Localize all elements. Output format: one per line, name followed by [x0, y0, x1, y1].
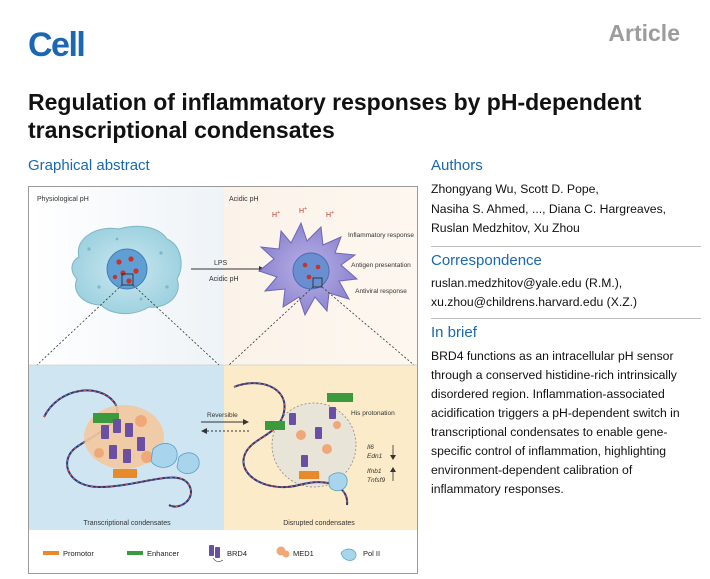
gene-ifnb1: Ifnb1	[367, 468, 382, 475]
svg-text:H+: H+	[272, 210, 280, 219]
correspondence-emails: ruslan.medzhitov@yale.edu (R.M.), xu.zho…	[431, 274, 701, 312]
legend-swatch-pol2	[340, 548, 357, 561]
legend-swatch-brd4	[209, 545, 224, 562]
svg-text:H+: H+	[299, 206, 307, 215]
legend-promotor: Promotor	[63, 549, 94, 558]
bottom-left-label: Transcriptional condensates	[83, 520, 171, 527]
email-medzhitov[interactable]: ruslan.medzhitov@yale.edu (R.M.),	[431, 276, 623, 290]
legend-swatch-promotor	[43, 551, 59, 555]
divider	[431, 318, 701, 319]
authors-line: Ruslan Medzhitov, Xu Zhou	[431, 221, 580, 235]
legend-pol2: Pol II	[363, 549, 380, 558]
top-right-label: Acidic pH	[229, 196, 259, 203]
arrow-label-acidic: Acidic pH	[209, 276, 239, 283]
gene-il6: Il6	[367, 444, 374, 451]
nucleus	[106, 248, 148, 290]
his-protonation-label: His protonation	[351, 410, 395, 417]
legend: Promotor Enhancer BRD4 MED1 Pol II	[43, 545, 380, 562]
cell-logo: Cell	[28, 26, 86, 64]
gene-edn1: Edn1	[367, 453, 383, 460]
legend-brd4: BRD4	[227, 549, 247, 558]
disrupted-condensate	[233, 382, 357, 506]
response-inflammatory: Inflammatory response	[348, 232, 414, 239]
legend-med1: MED1	[293, 549, 314, 558]
activated-cell	[257, 221, 359, 317]
reversible-label: Reversible	[207, 412, 238, 419]
resting-cell	[71, 225, 182, 314]
legend-swatch-med1	[276, 546, 290, 558]
graphical-abstract-figure: Physiological pH Acidic pH LPS Acidic pH…	[28, 186, 418, 574]
in-brief-heading: In brief	[431, 324, 477, 341]
in-brief-text: BRD4 functions as an intracellular pH se…	[431, 349, 680, 496]
svg-text:H+: H+	[326, 210, 334, 219]
email-zhou[interactable]: xu.zhou@childrens.harvard.edu (X.Z.)	[431, 295, 638, 309]
gene-tnfsf9: Tnfsf9	[367, 477, 385, 484]
article-type-label: Article	[608, 20, 680, 46]
legend-swatch-enhancer	[127, 551, 143, 555]
correspondence-heading: Correspondence	[431, 252, 542, 269]
legend-enhancer: Enhancer	[147, 549, 180, 558]
top-left-label: Physiological pH	[37, 196, 89, 203]
response-antiviral: Antiviral response	[355, 288, 407, 295]
authors-line: Nasiha S. Ahmed, ..., Diana C. Hargreave…	[431, 201, 667, 216]
divider	[431, 246, 701, 247]
arrow-label-lps: LPS	[214, 260, 228, 267]
authors-heading: Authors	[431, 157, 483, 174]
authors-list: Zhongyang Wu, Scott D. Pope, Nasiha S. A…	[431, 180, 701, 239]
page-title: Regulation of inflammatory responses by …	[28, 89, 642, 143]
graphical-abstract-heading: Graphical abstract	[28, 157, 150, 174]
transcriptional-condensate	[43, 389, 200, 508]
response-antigen: Antigen presentation	[351, 262, 411, 269]
authors-line: Zhongyang Wu, Scott D. Pope,	[431, 182, 599, 196]
bottom-right-label: Disrupted condensates	[283, 520, 355, 527]
